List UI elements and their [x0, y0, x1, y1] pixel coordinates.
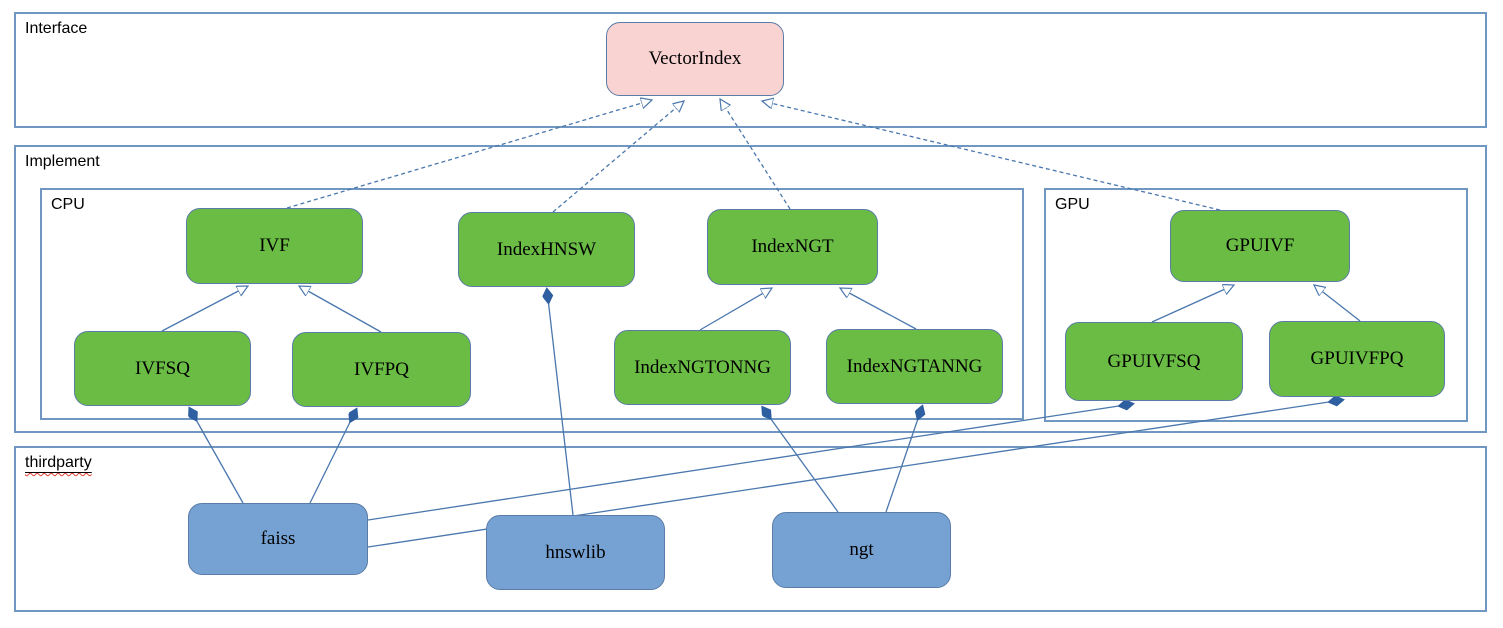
- node-faiss-label: faiss: [260, 528, 296, 549]
- node-ivfsq-label: IVFSQ: [135, 357, 190, 379]
- node-ngt-label: ngt: [849, 539, 874, 560]
- container-interface-label: Interface: [25, 20, 88, 37]
- node-gpuivfpq-label: GPUIVFPQ: [1310, 348, 1404, 369]
- node-gpuivf: GPUIVF: [1170, 210, 1350, 282]
- node-faiss: faiss: [188, 503, 368, 575]
- node-indexngt: IndexNGT: [707, 209, 878, 285]
- node-gpuivfpq: GPUIVFPQ: [1269, 321, 1445, 397]
- node-indexngtanng-label: IndexNGTANNG: [846, 355, 983, 377]
- container-cpu-label: CPU: [51, 196, 85, 213]
- node-ngt: ngt: [772, 512, 951, 588]
- node-ivf: IVF: [186, 208, 363, 284]
- node-indexhnsw-label: IndexHNSW: [496, 238, 597, 260]
- node-ivf-label: IVF: [259, 235, 290, 256]
- node-indexngtonng-label: IndexNGTONNG: [634, 356, 771, 378]
- node-vectorindex: VectorIndex: [606, 22, 784, 96]
- node-indexngtonng: IndexNGTONNG: [614, 330, 791, 405]
- node-gpuivfsq: GPUIVFSQ: [1065, 322, 1243, 401]
- node-indexngt-label: IndexNGT: [751, 236, 834, 257]
- node-indexngtanng: IndexNGTANNG: [826, 329, 1003, 404]
- container-thirdparty-label: thirdparty: [25, 454, 92, 471]
- node-gpuivfsq-label: GPUIVFSQ: [1107, 350, 1201, 372]
- node-hnswlib-label: hnswlib: [545, 541, 606, 563]
- node-indexhnsw: IndexHNSW: [458, 212, 635, 287]
- node-ivfpq: IVFPQ: [292, 332, 471, 407]
- container-implement-label: Implement: [25, 153, 100, 170]
- node-ivfpq-label: IVFPQ: [354, 358, 409, 380]
- container-gpu-label: GPU: [1055, 196, 1090, 213]
- node-gpuivf-label: GPUIVF: [1225, 235, 1295, 256]
- node-ivfsq: IVFSQ: [74, 331, 251, 406]
- node-vectorindex-label: VectorIndex: [648, 48, 742, 69]
- node-hnswlib: hnswlib: [486, 515, 665, 590]
